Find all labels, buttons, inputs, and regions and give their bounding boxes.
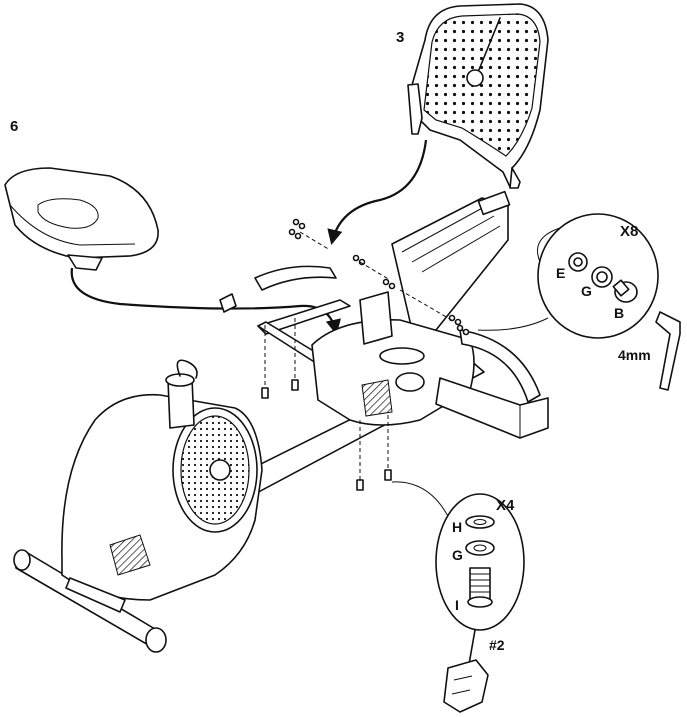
label-2: #2 (489, 637, 505, 653)
label-h: H (452, 519, 462, 535)
label-part-3: 3 (396, 29, 404, 46)
label-g-top: G (581, 283, 592, 299)
label-x4: X4 (496, 497, 515, 514)
label-b: B (614, 305, 624, 321)
label-i: I (455, 597, 459, 613)
label-g-bottom: G (452, 547, 463, 563)
backrest-part (408, 4, 548, 188)
label-part-6: 6 (10, 118, 18, 135)
label-e: E (556, 265, 565, 281)
label-4mm: 4mm (618, 347, 651, 363)
label-x8: X8 (620, 223, 638, 240)
seat-part (5, 168, 158, 270)
backrest-arrow (332, 140, 426, 242)
